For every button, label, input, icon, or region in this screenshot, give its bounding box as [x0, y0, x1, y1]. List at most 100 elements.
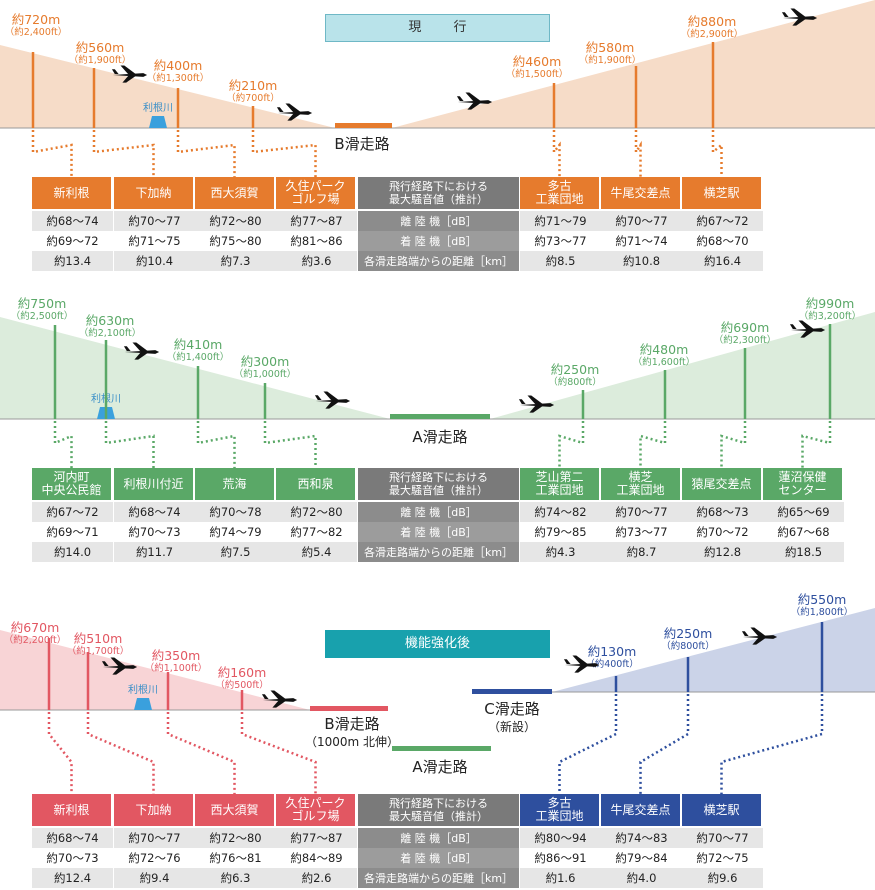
takeoff-value: 約70〜78: [195, 502, 276, 522]
plane-fuselage: [315, 399, 351, 403]
airplane-icon: [518, 395, 555, 413]
altitude-m-label: 約560m: [76, 40, 125, 55]
river-icon: [134, 698, 152, 710]
right-approach-area: [392, 0, 875, 128]
altitude-m-label: 約510m: [74, 631, 123, 646]
connector-dots: [552, 130, 561, 177]
altitude-m-label: 約690m: [721, 320, 770, 335]
altitude-ft-label: （約400ft）: [585, 658, 639, 670]
metric-title: 飛行経路下における 最大騒音値（推計）: [358, 468, 519, 500]
landing-label: 着 陸 機［dB］: [358, 848, 519, 868]
landing-value: 約81〜86: [290, 234, 343, 248]
plane-wing: [323, 391, 339, 401]
location-box: 下加納: [114, 177, 193, 209]
plane-wing: [527, 395, 543, 405]
altitude-ft-label: （約1,400ft）: [167, 351, 230, 363]
plane-tail: [111, 69, 119, 75]
altitude-m-label: 約400m: [154, 58, 203, 73]
landing-value: 約74〜79: [209, 525, 262, 539]
plane-wing: [122, 75, 136, 83]
plane-wing: [270, 690, 286, 700]
altitude-ft-label: （約3,200ft）: [799, 310, 862, 322]
plane-wing: [325, 401, 339, 409]
airplane-icon: [101, 657, 138, 675]
airplane-icon: [563, 655, 600, 673]
river-label: 利根川: [143, 101, 173, 114]
plane-tail: [123, 346, 131, 352]
river-icon: [149, 116, 167, 128]
landing-value: 約68〜70: [696, 234, 749, 248]
altitude-m-label: 約880m: [688, 14, 737, 29]
runway-label: A滑走路: [412, 428, 467, 446]
airplane-icon: [741, 627, 778, 645]
plane-wing: [134, 352, 148, 360]
landing-value: 約69〜71: [46, 525, 99, 539]
airplane-icon: [314, 391, 351, 409]
distance-value: 約9.6: [682, 868, 763, 888]
distance-value: 約14.0: [32, 542, 113, 562]
connector-dots: [166, 712, 236, 794]
connector-dots: [639, 694, 690, 794]
connector-dots: [711, 130, 723, 177]
altitude-m-label: 約580m: [586, 40, 635, 55]
altitude-m-label: 約720m: [12, 12, 61, 27]
takeoff-value: 約67〜72: [32, 502, 113, 522]
altitude-ft-label: （約2,500ft）: [11, 310, 74, 322]
altitude-ft-label: （約1,600ft）: [633, 356, 696, 368]
connector-dots: [720, 694, 824, 794]
takeoff-value: 約68〜74: [32, 828, 113, 848]
plane-fuselage: [519, 403, 555, 407]
plane-wing: [790, 8, 806, 18]
plane-wing: [752, 637, 766, 645]
left-approach-area: [0, 630, 310, 710]
takeoff-value: 約70〜77: [601, 211, 682, 231]
altitude-ft-label: （約1,300ft）: [147, 72, 210, 84]
altitude-ft-label: （約2,200ft）: [4, 634, 67, 646]
plane-wing: [285, 103, 301, 113]
left-approach-area: [0, 45, 335, 128]
connector-dots: [639, 421, 667, 468]
takeoff-value: 約68〜74: [114, 502, 195, 522]
location-box: 西大須賀: [195, 177, 274, 209]
altitude-ft-label: （約1,900ft）: [69, 54, 132, 66]
landing-value: 約75〜80: [209, 234, 262, 248]
connector-dots: [634, 130, 642, 177]
distance-value: 約4.0: [601, 868, 682, 888]
takeoff-value: 約68〜74: [32, 211, 113, 231]
connector-dots: [263, 421, 317, 468]
takeoff-value: 約74〜82: [520, 502, 601, 522]
location-box: 荒海: [195, 468, 274, 500]
connector-dots: [86, 712, 155, 794]
altitude-ft-label: （約1,800ft）: [791, 606, 854, 618]
plane-wing: [465, 92, 481, 102]
runway-bar-c: [472, 689, 552, 694]
location-box: 蓮沼保健 センター: [763, 468, 842, 500]
takeoff-value: 約72〜80: [195, 211, 276, 231]
takeoff-value: 約71〜79: [520, 211, 601, 231]
altitude-ft-label: （約800ft）: [661, 640, 715, 652]
location-box: 横芝 工業団地: [601, 468, 680, 500]
landing-value: 約67〜68: [777, 525, 830, 539]
takeoff-value: 約80〜94: [520, 828, 601, 848]
left-approach-area: [0, 317, 390, 419]
landing-value: 約79〜85: [534, 525, 587, 539]
connector-dots: [176, 130, 236, 177]
airplane-icon: [276, 103, 313, 121]
distance-value: 約6.3: [195, 868, 276, 888]
plane-wing: [287, 113, 301, 121]
river-label: 利根川: [128, 683, 158, 696]
connector-dots: [558, 421, 585, 468]
altitude-ft-label: （約2,300ft）: [714, 334, 777, 346]
altitude-ft-label: （約1,900ft）: [579, 54, 642, 66]
plane-wing: [120, 65, 136, 75]
landing-value: 約86〜91: [534, 851, 587, 865]
distance-value: 約11.7: [114, 542, 195, 562]
runway-c-label: C滑走路: [484, 700, 539, 718]
location-box: 西大須賀: [195, 794, 274, 826]
landing-value: 約79〜84: [615, 851, 668, 865]
altitude-m-label: 約410m: [174, 337, 223, 352]
altitude-m-label: 約210m: [229, 78, 278, 93]
connector-dots: [92, 130, 155, 177]
plane-tail: [789, 324, 797, 330]
